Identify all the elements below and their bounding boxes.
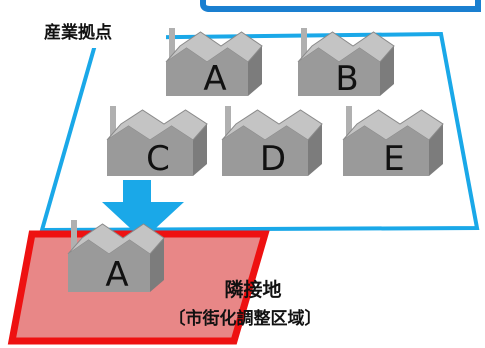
factory-roof bbox=[106, 109, 208, 141]
adjacent-factory-layer: A bbox=[67, 220, 165, 295]
adjacent-land-subtitle: 〔市街化調整区域〕 bbox=[169, 308, 322, 329]
factory-side bbox=[193, 124, 207, 176]
chimney bbox=[110, 106, 116, 136]
upper-zone-border bbox=[200, 0, 481, 12]
chimney bbox=[301, 28, 307, 58]
factory-d: D bbox=[221, 106, 323, 179]
factory-front bbox=[298, 48, 380, 96]
factory-c: C bbox=[106, 106, 208, 179]
factory-roof bbox=[221, 109, 323, 141]
factory-side bbox=[429, 124, 443, 176]
factories-layer: A B C D E bbox=[106, 28, 444, 179]
factory-a: A bbox=[165, 28, 263, 99]
factory-side bbox=[150, 238, 164, 292]
factory-roof bbox=[342, 109, 444, 141]
adjacent-factory-a: A bbox=[67, 220, 165, 295]
factory-roof bbox=[165, 31, 263, 63]
chimney bbox=[169, 28, 175, 58]
factory-front bbox=[166, 48, 248, 96]
factory-front bbox=[68, 240, 150, 292]
factory-label: D bbox=[260, 139, 286, 179]
factory-front bbox=[343, 126, 429, 176]
factory-label: A bbox=[105, 255, 128, 295]
factory-roof bbox=[67, 223, 165, 255]
factory-label: E bbox=[383, 139, 404, 179]
factory-label: B bbox=[335, 59, 358, 99]
factory-label: A bbox=[203, 59, 226, 99]
chimney bbox=[225, 106, 231, 136]
factory-front bbox=[107, 126, 193, 176]
factory-front bbox=[222, 126, 308, 176]
relocation-arrow bbox=[102, 180, 184, 240]
factory-label: C bbox=[146, 139, 170, 179]
industrial-zone-label-bg bbox=[36, 14, 166, 48]
factory-b: B bbox=[297, 28, 395, 99]
factory-side bbox=[308, 124, 322, 176]
industrial-zone-label: 産業拠点 bbox=[44, 22, 112, 43]
chimney bbox=[71, 220, 77, 250]
chimney bbox=[346, 106, 352, 136]
factory-e: E bbox=[342, 106, 444, 179]
adjacent-land-title: 隣接地 bbox=[224, 278, 281, 301]
